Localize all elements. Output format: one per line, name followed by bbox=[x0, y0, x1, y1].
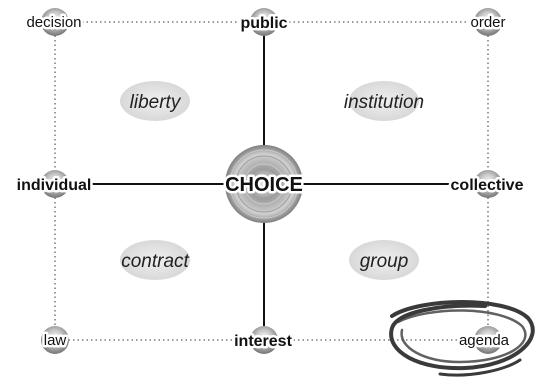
node-bottom-right bbox=[474, 326, 502, 354]
quadrant-label-institution: institution bbox=[344, 92, 424, 113]
ellipse-group bbox=[349, 240, 419, 280]
quadrant-ellipses bbox=[120, 81, 419, 280]
axis-label-collective: collective bbox=[451, 177, 524, 194]
corner-label-order: order bbox=[470, 14, 505, 31]
quadrant-label-group: group bbox=[360, 251, 409, 272]
node-top-right bbox=[474, 8, 502, 36]
node-bottom-left bbox=[41, 326, 69, 354]
axis-label-interest: interest bbox=[234, 333, 292, 350]
quadrant-label-contract: contract bbox=[121, 251, 189, 272]
quadrant-label-liberty: liberty bbox=[130, 92, 182, 113]
axis-label-public: public bbox=[240, 15, 287, 32]
node-top-left bbox=[41, 8, 69, 36]
corner-label-decision: decision bbox=[26, 14, 81, 31]
nodes bbox=[41, 8, 502, 354]
ellipse-contract bbox=[120, 240, 190, 280]
node-left bbox=[41, 170, 69, 198]
node-top bbox=[250, 8, 278, 36]
corner-label-law: law bbox=[44, 332, 67, 349]
center-globe bbox=[225, 145, 303, 223]
ellipse-institution bbox=[349, 81, 419, 121]
node-right bbox=[474, 170, 502, 198]
center-globe-disc bbox=[225, 145, 303, 223]
axis-label-individual: individual bbox=[17, 177, 92, 194]
node-bottom bbox=[250, 326, 278, 354]
center-label-choice: CHOICE bbox=[225, 174, 303, 196]
ellipse-liberty bbox=[120, 81, 190, 121]
agenda-highlight-circle bbox=[389, 300, 535, 377]
corner-label-agenda: agenda bbox=[459, 332, 510, 349]
